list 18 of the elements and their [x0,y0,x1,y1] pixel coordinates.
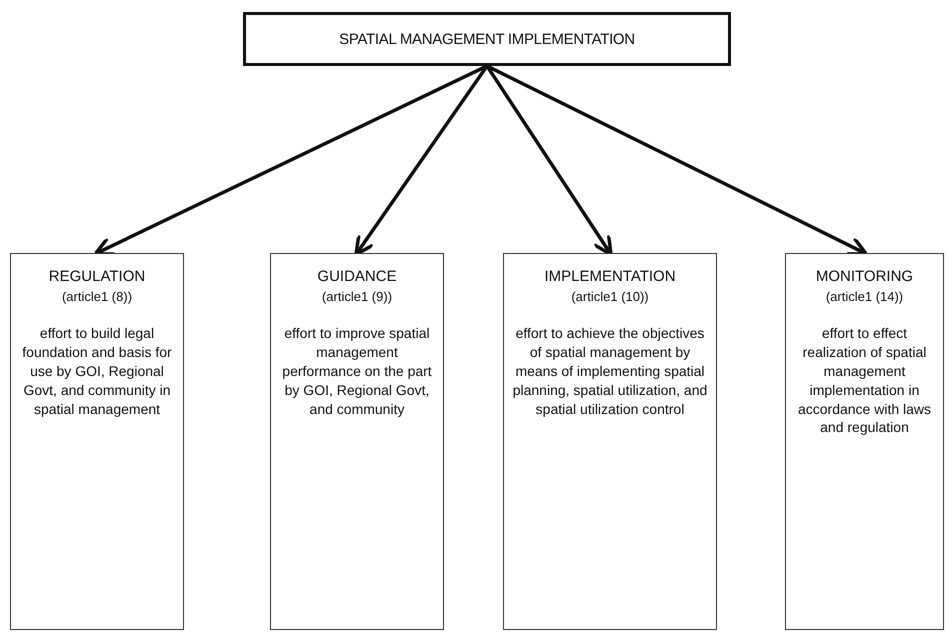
box-heading: REGULATION [48,268,146,285]
box-description: effort to build legal foundation and basis for use by GOI, Regional Govt, and community in spatial management [21,324,173,418]
box-heading: GUIDANCE [316,268,398,285]
category-box [503,253,717,630]
box-description: effort to improve spatial management performance on the part by GOI, Regional Govt, and community [281,324,433,418]
title-box [243,12,731,66]
box-description: effort to effect realization of spatial management implementation in accordance with laws and regulation [796,324,932,438]
article-reference: (article1 (14)) [824,289,904,304]
box-description: effort to achieve the objectives of spatial management by means of implementing spatial planning, spatial utilization, and spatial utilization control [512,324,708,418]
box-heading: SPATIAL MANAGEMENT IMPLEMENTATION [339,30,635,48]
article-reference: (article1 (8)) [60,289,134,304]
article-reference: (article1 (9)) [320,289,394,304]
category-box [10,253,184,630]
category-box [270,253,444,630]
box-heading: MONITORING [814,268,914,285]
box-heading: IMPLEMENTATION [543,268,677,285]
category-box [785,253,944,630]
article-reference: (article1 (10)) [570,289,650,304]
